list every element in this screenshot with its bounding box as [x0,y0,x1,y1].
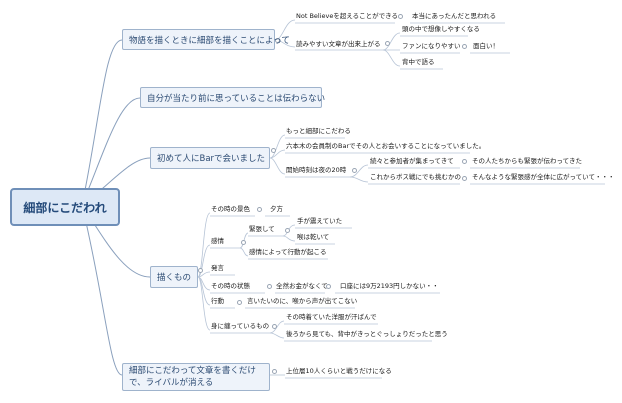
subtopic[interactable]: 感情によって行動が起こる [249,248,327,256]
collapse-toggle-icon[interactable] [326,284,331,289]
subtopic[interactable]: Not Believeを超えることができる [296,12,399,20]
collapse-toggle-icon[interactable] [272,324,277,329]
subtopic[interactable]: 口座には9万2193円しかない・・ [340,282,439,290]
subtopic[interactable]: 上位層10人くらいと戦うだけになる [286,367,392,375]
subtopic[interactable]: 背中で語る [402,58,435,66]
subtopic[interactable]: 緊張して [249,225,275,233]
subtopic[interactable]: 読みやすい文章が出来上がる [296,40,381,48]
subtopic[interactable]: 身に纏っているもの [211,322,270,330]
subtopic[interactable]: 行動 [211,297,224,305]
subtopic[interactable]: 続々と参加者が集まってきて [370,157,454,165]
subtopic[interactable]: 感情 [211,237,224,245]
subtopic[interactable]: 手が震えていた [297,217,343,225]
collapse-toggle-icon[interactable] [352,168,357,173]
subtopic[interactable]: 六本木の会員制のBarでその人とお会いすることになっていました。 [286,142,486,150]
collapse-toggle-icon[interactable] [398,14,403,19]
subtopic[interactable]: 頭の中で想像しやすくなる [402,25,480,33]
subtopic[interactable]: 言いたいのに、喉から声が出てこない [247,297,358,305]
subtopic[interactable]: 面白い！ [473,42,499,50]
subtopic[interactable]: もっと細部にこだわる [286,127,351,135]
branch-topic-what-to-draw[interactable]: 描くもの [150,266,198,288]
subtopic[interactable]: その時の状態 [211,282,250,290]
collapse-toggle-icon[interactable] [462,44,467,49]
subtopic[interactable]: そんなような緊張感が全体に広がっていて・・・ [472,173,615,181]
subtopic[interactable]: ファンになりやすい [402,42,461,50]
branch-topic-not-conveyed[interactable]: 自分が当たり前に思っていることは伝わらない [140,87,325,108]
collapse-toggle-icon[interactable] [198,268,203,273]
root-topic[interactable]: 細部にこだわれ [10,188,120,226]
collapse-toggle-icon[interactable] [257,207,262,212]
subtopic[interactable]: 全然お金がなくて [276,282,328,290]
collapse-toggle-icon[interactable] [275,38,280,43]
subtopic[interactable]: 本当にあったんだと思われる [412,12,497,20]
subtopic[interactable]: 夕方 [270,205,283,213]
collapse-toggle-icon[interactable] [271,148,276,153]
branch-topic-bar-meeting[interactable]: 初めて人にBarで会いました [150,147,270,169]
subtopic[interactable]: その時着ていた洋服が汗ばんで [286,313,377,321]
subtopic[interactable]: 後ろから見ても、背中がきっとぐっしょりだったと思う [286,330,448,338]
subtopic[interactable]: その時の景色 [211,205,250,213]
collapse-toggle-icon[interactable] [285,228,290,233]
subtopic[interactable]: これからボス戦にでも挑むかの [370,173,461,181]
subtopic[interactable]: 開始時刻は夜の20時 [286,166,347,174]
subtopic[interactable]: 喉は乾いて [297,233,330,241]
collapse-toggle-icon[interactable] [462,159,467,164]
collapse-toggle-icon[interactable] [241,240,246,245]
collapse-toggle-icon[interactable] [272,369,277,374]
subtopic[interactable]: 発言 [211,264,224,272]
subtopic[interactable]: その人たちからも緊張が伝わってきた [472,157,582,165]
collapse-toggle-icon[interactable] [462,176,467,181]
collapse-toggle-icon[interactable] [237,300,242,305]
branch-topic-detail-writing[interactable]: 物語を描くときに細部を描くことによって [122,29,290,50]
collapse-toggle-icon[interactable] [267,284,272,289]
branch-topic-rivals-disappear[interactable]: 細部にこだわって文章を書くだけで、ライバルが消える [122,363,270,391]
collapse-toggle-icon[interactable] [385,41,390,46]
